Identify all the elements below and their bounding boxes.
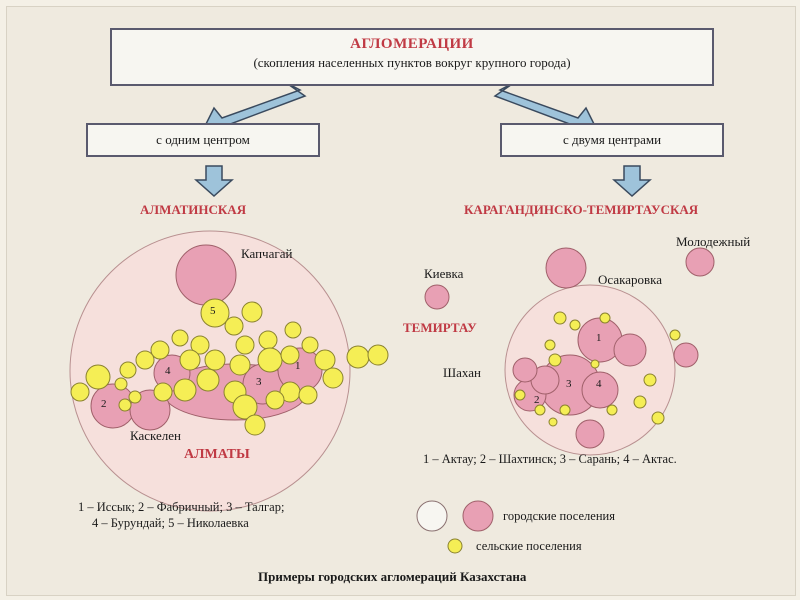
karaganda-agglomeration-title: КАРАГАНДИНСКО-ТЕМИРТАУСКАЯ	[464, 202, 699, 217]
rural-dot	[314, 349, 336, 371]
rural-dot	[280, 345, 300, 365]
legend-urban-symbol	[462, 500, 494, 532]
rural-dot	[590, 359, 600, 369]
almaty-number-4: 4	[165, 365, 171, 377]
rural-dot	[669, 329, 681, 341]
almaty-number-5: 5	[210, 305, 216, 317]
kievka-urban	[424, 284, 450, 310]
rural-dot	[229, 354, 251, 376]
rural-dot	[548, 353, 562, 367]
rural-dot	[85, 364, 111, 390]
rural-dot	[284, 321, 302, 339]
rural-dot	[114, 377, 128, 391]
urban-dot	[512, 357, 538, 383]
kaskelen-label: Каскелен	[130, 428, 182, 443]
almaty-key-line1: 1 – Иссык; 2 – Фабричный; 3 – Талгар;	[78, 500, 285, 514]
one-center-box: с одним центром	[86, 123, 320, 157]
almaty-number-2: 2	[101, 398, 107, 410]
temirtau-label: ТЕМИРТАУ	[403, 320, 477, 335]
rural-dot	[606, 404, 618, 416]
almaty-agglomeration-title: АЛМАТИНСКАЯ	[140, 202, 247, 217]
title-main: АГЛОМЕРАЦИИ	[350, 36, 474, 52]
rural-dot	[235, 335, 255, 355]
rural-dot	[265, 390, 285, 410]
kievka-label: Киевка	[424, 266, 464, 281]
rural-dot	[70, 382, 90, 402]
rural-dot	[322, 367, 344, 389]
karaganda-number-3: 3	[566, 378, 572, 390]
kapchagay-urban	[175, 244, 237, 306]
rural-dot	[118, 398, 132, 412]
rural-dot	[258, 330, 278, 350]
karaganda-number-1: 1	[596, 332, 602, 344]
almaty-key-line2: 4 – Бурундай; 5 – Николаевка	[92, 516, 249, 530]
rural-dot	[534, 404, 546, 416]
rural-dot	[553, 311, 567, 325]
rural-dot	[298, 385, 318, 405]
molodezhny-label: Молодежный	[676, 234, 751, 249]
molodezhny-urban	[685, 247, 715, 277]
rural-dot	[346, 345, 370, 369]
rural-dot	[119, 361, 137, 379]
rural-dot	[569, 319, 581, 331]
rural-dot	[135, 350, 155, 370]
almaty-city-label: АЛМАТЫ	[184, 447, 250, 462]
urban-dot	[575, 419, 605, 449]
rural-dot	[232, 394, 258, 420]
legend-rural-symbol	[447, 538, 463, 554]
legend-rural-label: сельские поселения	[476, 539, 582, 553]
two-centers-box: с двумя центрами	[500, 123, 724, 157]
rural-dot	[224, 316, 244, 336]
title-subtitle: (скопления населенных пунктов вокруг кру…	[253, 55, 571, 70]
osakarovka-label: Осакаровка	[598, 272, 663, 287]
aktas-urban	[581, 371, 619, 409]
rural-dot	[200, 298, 230, 328]
almaty-number-1: 1	[295, 360, 301, 372]
rural-dot	[559, 404, 571, 416]
rural-dot	[367, 344, 389, 366]
legend-urban-label: городские поселения	[503, 509, 615, 523]
down-arrow-karaganda	[612, 165, 652, 198]
legend-area-symbol	[416, 500, 448, 532]
title-box: АГЛОМЕРАЦИИ (скопления населенных пункто…	[110, 28, 714, 86]
rural-dot	[514, 389, 526, 401]
rural-dot	[171, 329, 189, 347]
rural-dot	[548, 417, 558, 427]
rural-dot	[643, 373, 657, 387]
rural-dot	[633, 395, 647, 409]
rural-dot	[241, 301, 263, 323]
rural-dot	[204, 349, 226, 371]
urban-dot	[673, 342, 699, 368]
osakarovka-urban	[545, 247, 587, 289]
shakhan-label: Шахан	[443, 365, 481, 380]
rural-dot	[599, 312, 611, 324]
rural-dot	[190, 335, 210, 355]
rural-dot	[244, 414, 266, 436]
rural-dot	[179, 349, 201, 371]
rural-dot	[196, 368, 220, 392]
rural-dot	[301, 336, 319, 354]
karaganda-number-4: 4	[596, 378, 602, 390]
rural-dot	[153, 382, 173, 402]
rural-dot	[257, 347, 283, 373]
rural-dot	[544, 339, 556, 351]
down-arrow-almaty	[194, 165, 234, 198]
kapchagay-label: Капчагай	[241, 246, 293, 261]
aktau-urban	[613, 333, 647, 367]
rural-dot	[173, 378, 197, 402]
rural-dot	[150, 340, 170, 360]
almaty-number-3: 3	[256, 376, 262, 388]
karaganda-key: 1 – Актау; 2 – Шахтинск; 3 – Сарань; 4 –…	[423, 452, 677, 466]
rural-dot	[651, 411, 665, 425]
karaganda-number-2: 2	[534, 394, 540, 406]
figure-caption: Примеры городских агломераций Казахстана	[258, 569, 527, 584]
rural-dot	[128, 390, 142, 404]
